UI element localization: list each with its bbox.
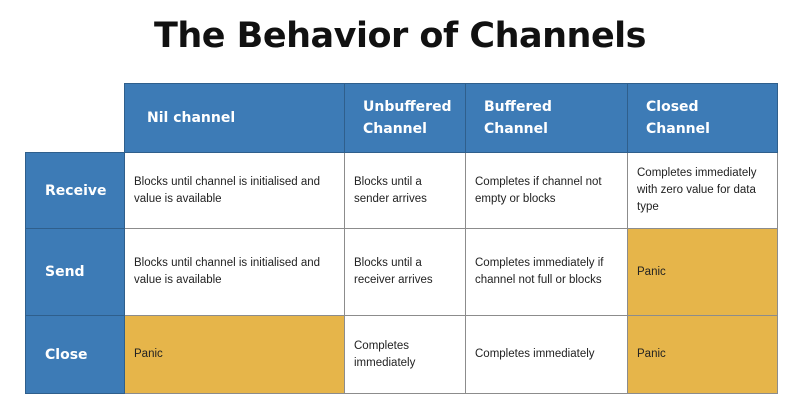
cell-send-unbuffered: Blocks until a receiver arrives (344, 228, 466, 316)
cell-receive-buffered: Completes if channel not empty or blocks (465, 152, 628, 229)
row-header-send: Send (25, 228, 125, 316)
cell-receive-closed: Completes immediately with zero value fo… (627, 152, 778, 229)
column-header-unbuffered: Unbuffered Channel (344, 83, 466, 153)
header-row: Nil channel Unbuffered Channel Buffered … (25, 83, 778, 153)
column-header-nil: Nil channel (124, 83, 345, 153)
cell-send-buffered: Completes immediately if channel not ful… (465, 228, 628, 316)
table-row-receive: Receive Blocks until channel is initiali… (25, 152, 778, 229)
slide-title: The Behavior of Channels (153, 16, 647, 56)
cell-close-unbuffered: Completes immediately (344, 315, 466, 394)
cell-send-closed: Panic (627, 228, 778, 316)
column-header-buffered-label: Buffered Channel (484, 99, 552, 137)
cell-close-buffered: Completes immediately (465, 315, 628, 394)
cell-close-closed: Panic (627, 315, 778, 394)
cell-send-nil: Blocks until channel is initialised and … (124, 228, 345, 316)
row-header-receive: Receive (25, 152, 125, 229)
cell-close-unbuffered-text: Completes immediately (354, 339, 416, 369)
table-row-close: Close Panic Completes immediately Comple… (25, 315, 778, 394)
column-header-closed: Closed Channel (627, 83, 778, 153)
cell-receive-unbuffered: Blocks until a sender arrives (344, 152, 466, 229)
cell-receive-nil: Blocks until channel is initialised and … (124, 152, 345, 229)
column-header-closed-label: Closed Channel (646, 99, 710, 137)
row-header-close: Close (25, 315, 125, 394)
column-header-buffered: Buffered Channel (465, 83, 628, 153)
cell-close-nil: Panic (124, 315, 345, 394)
channel-behavior-table: Nil channel Unbuffered Channel Buffered … (25, 83, 778, 394)
table-corner (25, 83, 125, 153)
column-header-unbuffered-label: Unbuffered Channel (363, 99, 452, 137)
table-row-send: Send Blocks until channel is initialised… (25, 228, 778, 316)
